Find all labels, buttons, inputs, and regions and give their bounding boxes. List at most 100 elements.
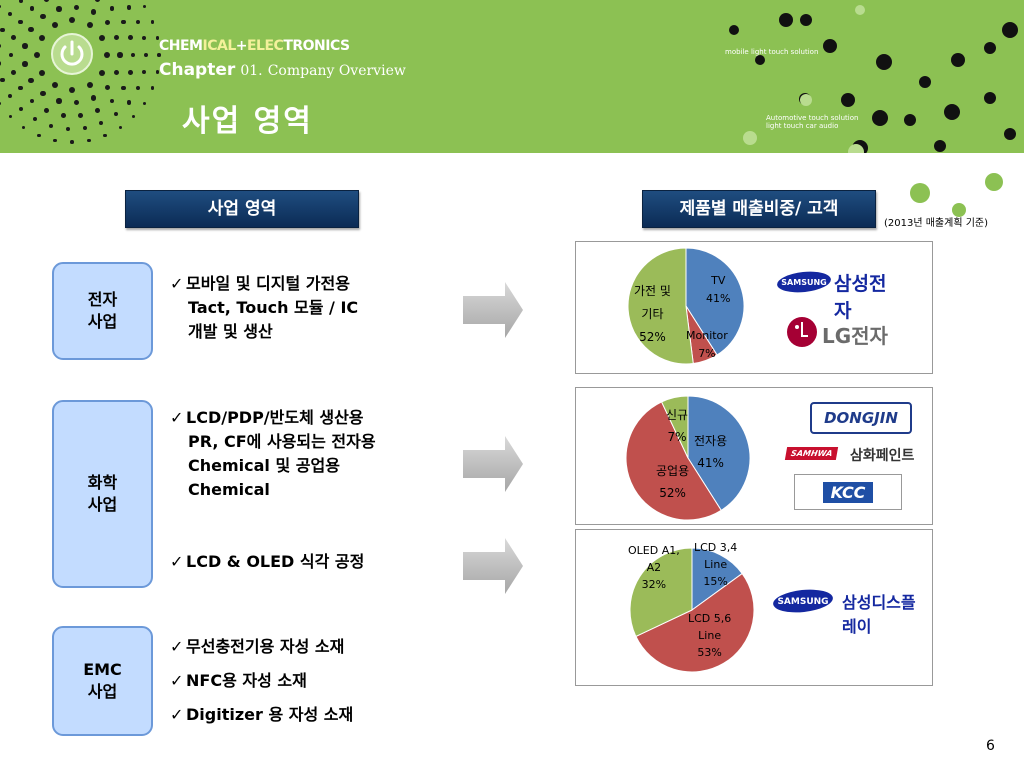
decorative-dot (38, 34, 45, 41)
decorative-dot (94, 0, 100, 2)
decorative-dot (56, 6, 62, 12)
decorative-dot (841, 93, 855, 107)
page-number: 6 (986, 738, 995, 754)
check-icon: ✓ (170, 408, 184, 427)
decorative-dot (109, 98, 115, 104)
decorative-dot (28, 27, 34, 33)
decorative-dot (800, 14, 812, 26)
decorative-dot (114, 69, 120, 76)
decorative-dot (155, 36, 160, 40)
check-icon: ✓ (170, 671, 184, 690)
decorative-dot (952, 203, 966, 217)
decorative-dot (130, 52, 136, 58)
samsung-electronics-text: 삼성전자 (834, 273, 887, 322)
decorative-dot (136, 19, 141, 24)
decorative-dot (848, 144, 864, 153)
decorative-dot (94, 108, 100, 113)
decorative-dot (29, 6, 35, 12)
decorative-dot (86, 21, 93, 28)
decorative-dot (910, 183, 930, 203)
lg-face-icon (787, 317, 817, 347)
decorative-dot (32, 116, 38, 122)
decorative-dot (142, 4, 147, 9)
decorative-dot (150, 86, 155, 91)
samhwa-wordmark: SAMHWA (784, 447, 839, 460)
decorative-dot (99, 120, 104, 126)
pie-chart-display (629, 547, 755, 673)
decorative-dot (1002, 22, 1018, 38)
decorative-dot (117, 52, 123, 58)
decorative-dot (104, 84, 111, 91)
decorative-dot (8, 114, 13, 119)
decorative-dot (984, 42, 996, 54)
decorative-dot (800, 94, 812, 106)
decorative-dot (18, 85, 24, 91)
decorative-dot (729, 25, 739, 35)
decorative-dot (104, 19, 111, 26)
decorative-dot (18, 19, 24, 25)
samsung-ellipse-icon: SAMSUNG (777, 271, 831, 293)
check-icon: ✓ (170, 552, 184, 571)
decorative-dot (114, 34, 120, 41)
decorative-dot (22, 43, 28, 49)
decorative-dot (919, 76, 931, 88)
tagline-1: mobile light touch solution (725, 48, 819, 56)
arrow-right-icon (463, 538, 523, 594)
decorative-dot (136, 86, 141, 91)
decorative-dot (90, 9, 97, 15)
decorative-dot (19, 0, 24, 4)
decorative-dot (29, 98, 35, 104)
decorative-dot (904, 114, 916, 126)
chemical-bullet: ✓LCD/PDP/반도체 생산용 PR, CF에 사용되는 전자용 Chemic… (170, 408, 376, 499)
decorative-dot (0, 4, 2, 9)
basis-note: (2013년 매출계획 기준) (884, 218, 989, 229)
decorative-dot (114, 112, 119, 117)
lg-logo: LG전자 (786, 316, 896, 350)
decorative-dot (944, 104, 960, 120)
decorative-dot (51, 82, 58, 89)
decorative-dot (48, 123, 53, 128)
pie-slice (629, 547, 693, 638)
page-title: 사업 영역 (182, 104, 313, 139)
decorative-dot (141, 35, 147, 41)
decorative-dot (36, 133, 41, 138)
samhwa-logo: SAMHWA 삼화페인트 (784, 445, 926, 467)
kcc-wordmark: KCC (822, 481, 874, 503)
decorative-dot (128, 35, 133, 41)
power-icon (51, 33, 93, 75)
decorative-dot (69, 17, 75, 23)
decorative-dot (99, 34, 106, 41)
decorative-dot (1004, 128, 1016, 140)
decorative-dot (99, 69, 106, 76)
header-banner: CHEMICAL+ELECTRONICS Chapter 01. Company… (0, 0, 1024, 153)
decorative-dot (40, 13, 46, 20)
lg-text: LG전자 (822, 324, 888, 348)
dongjin-logo: DONGJIN (810, 402, 912, 434)
decorative-dot (65, 126, 70, 131)
decorative-dot (73, 100, 80, 106)
decorative-dot (60, 112, 66, 118)
decorative-dot (120, 19, 126, 25)
brand-name: CHEMICAL+ELECTRONICS (159, 38, 350, 54)
decorative-dot (40, 90, 46, 96)
decorative-dot (90, 95, 97, 101)
pie-slice (691, 547, 743, 611)
decorative-dot (11, 35, 16, 41)
tagline-2: Automotive touch solution (766, 114, 859, 122)
decorative-dot (0, 27, 5, 32)
decorative-dot (56, 98, 62, 104)
check-icon: ✓ (170, 274, 184, 293)
decorative-dot (109, 6, 115, 12)
kcc-logo: KCC (794, 474, 902, 510)
decorative-dot (19, 106, 24, 111)
decorative-dot (985, 173, 1003, 191)
